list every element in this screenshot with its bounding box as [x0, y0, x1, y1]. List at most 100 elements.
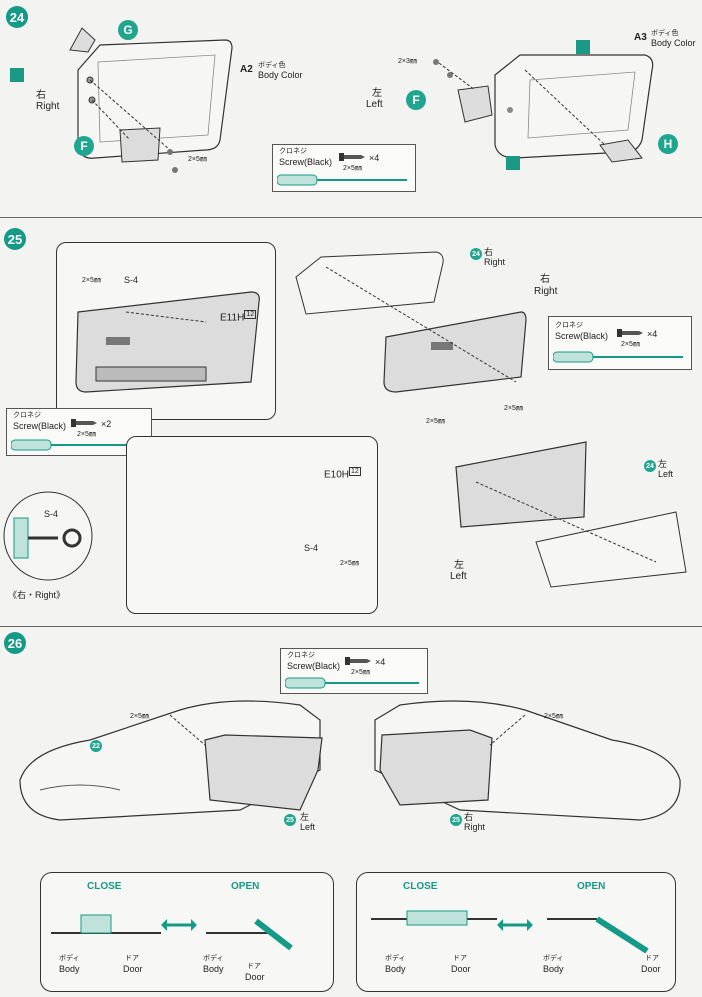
step25-right-jp2: 右 [540, 274, 550, 285]
door-jp-2: ドア [247, 963, 261, 970]
screw-qty: ×2 [101, 419, 112, 429]
step25-left-en2: Left [450, 571, 467, 582]
body-en-2: Body [543, 964, 564, 974]
code-sub: 12 [244, 310, 257, 319]
body-jp-2: ボディ [203, 955, 224, 962]
step25-part-s4-ll: S-4 [304, 543, 319, 553]
door-jp: ドア [453, 955, 467, 962]
part-f-badge-right: F [406, 90, 426, 110]
screwdriver-icon [285, 677, 419, 689]
part-h-badge: H [658, 134, 678, 154]
part-f-badge: F [74, 136, 94, 156]
step24-left-door-illustration [69, 27, 233, 173]
screw-icon [617, 329, 643, 337]
screw-qty: ×4 [647, 329, 658, 339]
step-number-26: 26 [4, 632, 26, 654]
step26-right-hinge-box: CLOSE OPEN ボディ Body ドア Door ボディ Body ドア … [356, 872, 676, 992]
step24-color-en: Body Color [258, 70, 303, 80]
screw-jp: クロネジ [279, 148, 307, 155]
screw-size: 2×5㎜ [343, 165, 362, 172]
step24-side-jp: 右 [36, 90, 46, 101]
paint-flag-icon [10, 68, 24, 82]
screwdriver-icon [553, 351, 683, 363]
step26-right-en: Right [464, 822, 486, 832]
body-jp: ボディ [59, 955, 80, 962]
step26-ref-25-right: 25 [450, 814, 462, 826]
paint-flag-icon-lower [506, 156, 520, 170]
step25-left-jp2: 左 [454, 560, 464, 571]
step25-screw-size-lr: 2×5㎜ [426, 418, 445, 425]
body-en-2: Body [203, 964, 224, 974]
step25-ref-24-left: 24 [644, 460, 656, 472]
door-en-2: Door [641, 964, 661, 974]
body-jp: ボディ [385, 955, 406, 962]
step26-left-en: Left [300, 822, 316, 832]
step-number-25: 25 [4, 228, 26, 250]
step25-illustrations [75, 251, 687, 588]
screw-size: 2×5㎜ [621, 341, 640, 348]
step24-right-side-jp: 左 [372, 88, 382, 99]
step25-detail-illustration [3, 491, 93, 581]
step25-screw-size-ll: 2×5㎜ [340, 560, 359, 567]
step24-screw-size-right: 2×3㎜ [398, 58, 417, 65]
door-jp-2: ドア [645, 955, 659, 962]
step25-part-s4-ul: S-4 [124, 275, 139, 285]
step26-ref-25-left: 25 [284, 814, 296, 826]
open-label: OPEN [231, 881, 260, 892]
step25-detail-part: S-4 [44, 509, 59, 519]
step24-screw-size-left: 2×5㎜ [188, 156, 207, 163]
code-h: H [341, 469, 350, 481]
screw-box-step25-right: クロネジ Screw(Black) ×4 2×5㎜ [548, 316, 692, 370]
step26-right-jp: 右 [464, 812, 474, 822]
screw-icon [71, 419, 97, 427]
door-jp: ドア [125, 955, 139, 962]
open-label: OPEN [577, 881, 606, 892]
step25-lower-left-panel [126, 436, 378, 614]
step24-color-jp: ボディ色 [258, 62, 286, 69]
step24-right-door-illustration [433, 54, 654, 163]
body-en: Body [385, 964, 406, 974]
hinge-diagram [51, 914, 293, 951]
screw-jp: クロネジ [555, 322, 583, 329]
step24-part-code-a3: A3 [634, 32, 647, 43]
code-text: E11 [220, 312, 238, 324]
section-divider-2 [0, 626, 702, 627]
step26-screw-size-left: 2×5㎜ [130, 713, 149, 720]
step25-left-en: Left [658, 469, 674, 479]
body-jp-2: ボディ [543, 955, 564, 962]
step25-right-en2: Right [534, 286, 558, 297]
code-sub: 12 [349, 467, 361, 476]
screw-box-step26: クロネジ Screw(Black) ×4 2×5㎜ [280, 648, 428, 694]
part-g-badge: G [118, 20, 138, 40]
body-en: Body [59, 964, 80, 974]
step25-right-jp: 右 [484, 247, 494, 257]
hinge-diagram [371, 910, 649, 953]
close-label: CLOSE [403, 881, 438, 892]
step24-part-code-a2: A2 [240, 64, 253, 75]
step25-ref-24-right: 24 [470, 248, 482, 260]
door-en: Door [451, 964, 471, 974]
step26-left-jp: 左 [300, 812, 310, 822]
step26-left-hinge-box: CLOSE OPEN ボディ Body ドア Door ボディ Body ドア … [40, 872, 334, 992]
section-divider [0, 217, 702, 218]
step26-screw-size-right: 2×5㎜ [544, 713, 563, 720]
step24-side-en: Right [36, 101, 60, 112]
step25-screw-size-ur: 2×5㎜ [504, 405, 523, 412]
screwdriver-icon [277, 174, 407, 186]
door-en-2: Door [245, 972, 265, 982]
screw-size: 2×5㎜ [77, 431, 96, 438]
screw-icon [345, 657, 371, 665]
paint-flag-icon-right [576, 40, 590, 54]
step24-color-jp-right: ボディ色 [651, 30, 679, 37]
step26-ref-22: 22 [90, 740, 102, 752]
code-text: E10 [324, 469, 342, 481]
screw-en: Screw(Black) [13, 421, 67, 431]
screw-jp: クロネジ [287, 652, 315, 659]
screw-en: Screw(Black) [279, 157, 333, 167]
step25-right-en: Right [484, 257, 506, 267]
screw-icon [339, 153, 365, 161]
screw-size: 2×5㎜ [351, 669, 370, 676]
step25-screw-size-ul: 2×5㎜ [82, 277, 101, 284]
screw-box-step24: クロネジ Screw(Black) ×4 2×5㎜ [272, 144, 416, 192]
